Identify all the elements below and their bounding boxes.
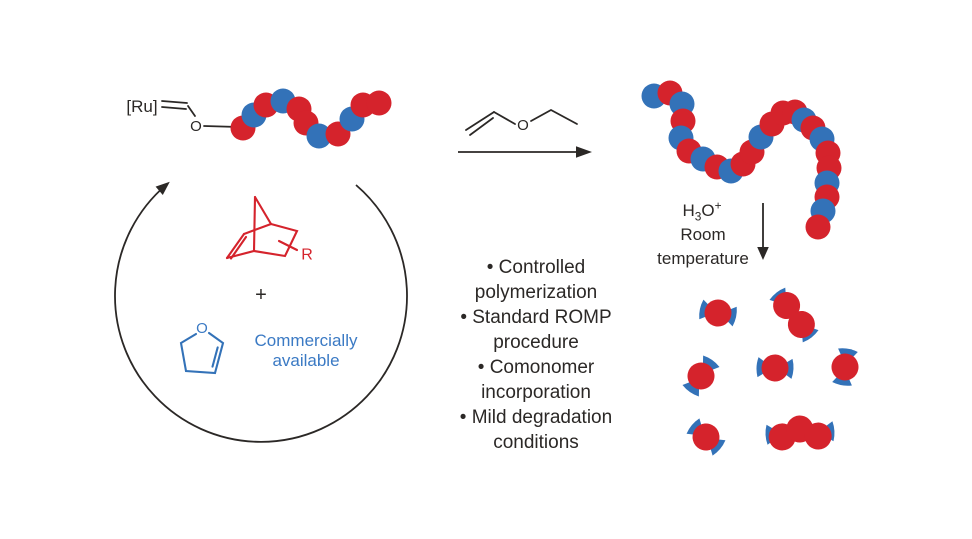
bullet-mild-degradation: • Mild degradation conditions [459,407,613,453]
bullet-standard-romp: • Standard ROMP procedure [460,307,612,353]
degraded-fragments [682,287,859,456]
polymer-chain-growing [230,88,392,149]
monomer-bead-red [761,354,789,382]
degraded-fragment [765,415,835,451]
reaction-arrow [458,146,592,158]
degraded-fragment [831,348,859,386]
degradation-arrow [757,203,769,260]
furan-oxygen-label: O [196,320,208,338]
polymer-chain-released [641,80,842,240]
cycle-arrowhead-icon [155,181,170,195]
dihydrofuran-structure [179,331,225,375]
vinyl-double-bond [465,111,495,136]
monomer-bead-red [787,310,815,338]
r-group-bond [277,239,299,252]
hydronium-label: H3O+ [682,198,722,224]
bullet-controlled-polymerization: • Controlled polymerization [474,257,598,303]
degraded-fragment [769,287,819,343]
commercially-available-label: Commercially available [254,331,358,370]
carbene-oxygen-bond [187,105,196,117]
bullet-comonomer-incorporation: • Comonomer incorporation [477,357,595,403]
monomer-bead-red [773,292,801,320]
monomer-bead-red [831,353,859,381]
monomer-bead-red [366,90,392,116]
monomer-bead-red [805,214,831,240]
feature-bullet-list: • Controlled polymerization • Standard R… [401,255,671,455]
degraded-fragment [756,354,794,382]
r-group-label: R [301,246,313,264]
carbene-oxygen-label: O [190,118,202,136]
ru-catalyst-label: [Ru] [126,96,158,116]
reaction-arrowhead-icon [576,146,592,158]
monomer-bead-red [692,423,720,451]
monomer-bead-red [704,299,732,327]
down-arrowhead-icon [757,247,769,260]
vinyl-o-bond [493,111,516,125]
cycle-arrow [114,181,408,443]
degraded-fragment [686,418,726,456]
vinyl-ether-structure [465,108,578,136]
degraded-fragment [699,299,737,327]
room-temperature-label: Room temperature [657,225,749,268]
monomer-bead-red [804,422,832,450]
degraded-fragment [682,355,720,397]
vinyl-ether-oxygen-label: O [517,117,529,135]
furan-double-bond [211,346,219,368]
norbornene-structure [225,195,299,260]
norbornene-double-bond [225,232,248,260]
ru-double-bond [161,100,188,110]
o-ethyl-bond [530,108,578,125]
plus-sign: + [255,284,267,307]
monomer-bead-red [687,362,715,390]
monomer-bead-blue [306,123,332,149]
